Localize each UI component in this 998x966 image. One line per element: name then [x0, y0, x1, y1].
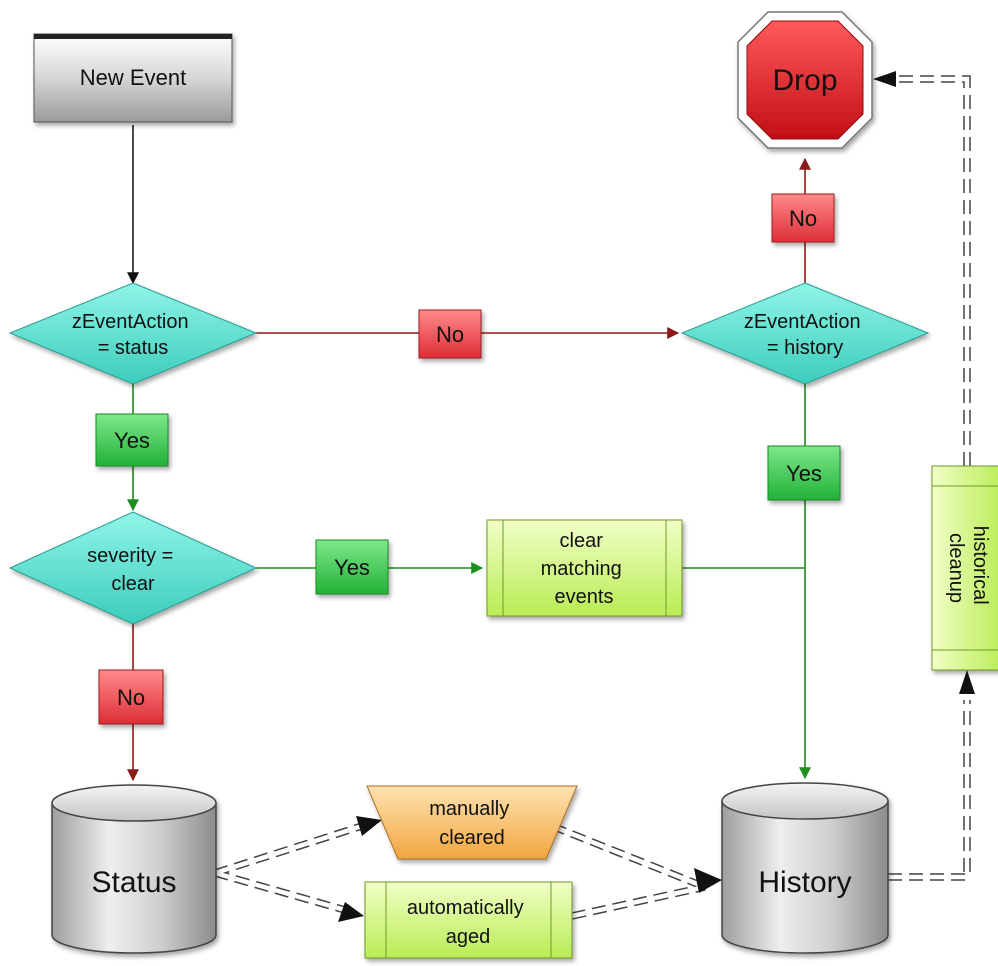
yes-label-severity: [315, 539, 389, 595]
historical-cleanup-label: historical cleanup: [945, 526, 991, 610]
arrowhead-to-drop: [873, 71, 896, 87]
no-label-status-to-history-text: No: [436, 322, 464, 347]
history-decision-node: [680, 282, 930, 385]
status-database-node: [51, 784, 217, 954]
arrowhead-to-history-db: [694, 868, 722, 893]
arrowhead-to-historical-cleanup: [959, 670, 975, 694]
drop-label: Drop: [772, 64, 837, 97]
history-database-label: History: [758, 866, 851, 899]
clear-matching-events-node: [486, 519, 683, 617]
history-database-node: [721, 782, 889, 954]
automatically-aged-node: [364, 881, 573, 959]
severity-decision-label: severity = clear: [87, 545, 179, 595]
connectors: [127, 71, 975, 922]
no-label-status-to-history: [418, 309, 482, 359]
yes-label-status: [95, 413, 169, 467]
status-decision-node: [8, 282, 258, 385]
new-event-node: [33, 33, 233, 123]
history-decision-label: zEventAction = history: [744, 311, 866, 359]
historical-cleanup-node: [931, 465, 998, 671]
status-database-label: Status: [91, 866, 176, 899]
status-decision-label: zEventAction = status: [72, 311, 194, 359]
dashed-historical-cleanup-to-drop: [885, 75, 971, 466]
no-label-severity-text: No: [117, 685, 145, 710]
yes-label-severity-text: Yes: [334, 555, 370, 580]
new-event-label: New Event: [80, 65, 186, 90]
yes-label-history: [767, 445, 841, 501]
no-label-history-to-drop: [771, 193, 835, 243]
severity-decision-node: [8, 511, 258, 625]
no-label-history-to-drop-text: No: [789, 206, 817, 231]
automatically-aged-label: automatically aged: [407, 897, 529, 948]
arrowhead-to-manually-cleared: [356, 816, 382, 836]
manually-cleared-label: manually cleared: [429, 798, 515, 849]
drop-node: [737, 11, 873, 149]
yes-label-status-text: Yes: [114, 428, 150, 453]
no-label-severity: [98, 669, 164, 725]
yes-label-history-text: Yes: [786, 461, 822, 486]
dashed-history-to-historical-cleanup: [888, 700, 971, 881]
arrowhead-to-automatically-aged: [338, 902, 364, 922]
manually-cleared-node: [366, 785, 578, 860]
clear-matching-events-label: clear matching events: [541, 530, 628, 608]
